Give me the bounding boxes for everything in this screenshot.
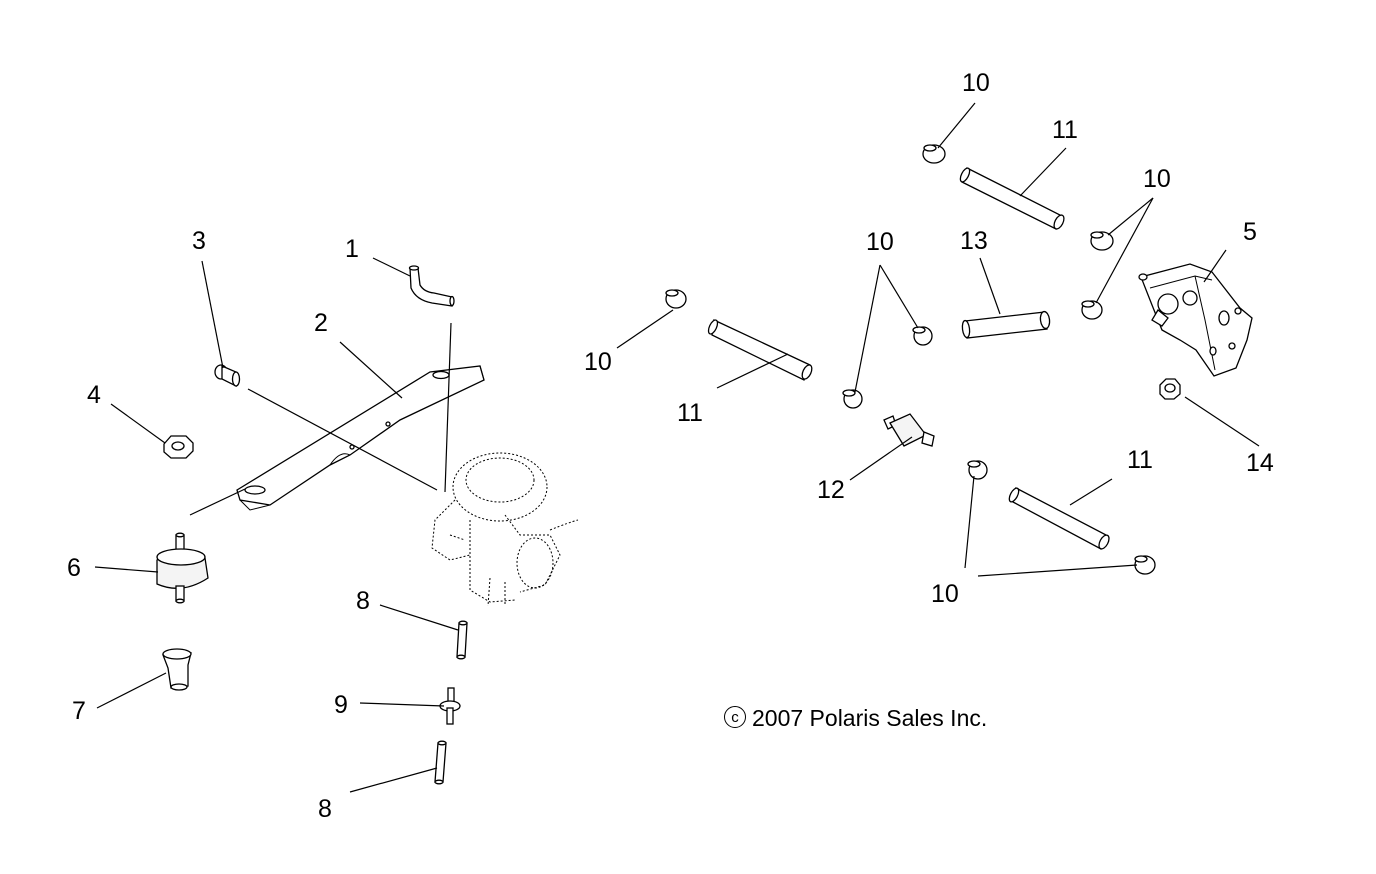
- callout-3: 3: [192, 227, 206, 255]
- callout-14: 14: [1246, 449, 1274, 477]
- callout-8-lower: 8: [318, 795, 332, 823]
- part-9-valve: [439, 687, 461, 725]
- part-11-hose-middle: [707, 319, 813, 381]
- part-10-clamp: [967, 460, 988, 480]
- callout-7: 7: [72, 697, 86, 725]
- part-10-clamp: [665, 289, 687, 309]
- callout-10-bottom: 10: [931, 580, 959, 608]
- part-8-pin-lower: [434, 740, 447, 785]
- callout-13: 13: [960, 227, 988, 255]
- callout-1: 1: [345, 235, 359, 263]
- copyright-text: 2007 Polaris Sales Inc.: [752, 705, 987, 731]
- callout-5: 5: [1243, 218, 1257, 246]
- leader-lines: [94, 102, 1260, 793]
- part-6-rubber-mount: [156, 532, 209, 604]
- part-10-clamp: [1081, 300, 1103, 320]
- part-10-clamp: [842, 389, 863, 409]
- part-11-hose-lower: [1008, 487, 1110, 550]
- carburetor-outline: [431, 452, 579, 607]
- part-4-nut: [163, 435, 194, 459]
- part-5-fuel-pump: [1138, 263, 1253, 377]
- part-13-hose: [961, 310, 1051, 339]
- part-12-valve: [883, 413, 935, 447]
- callout-10-left: 10: [584, 348, 612, 376]
- copyright-symbol-circle: [724, 706, 746, 728]
- callout-2: 2: [314, 309, 328, 337]
- callout-12: 12: [817, 476, 845, 504]
- part-3-bolt: [214, 364, 241, 388]
- callout-8-upper: 8: [356, 587, 370, 615]
- callout-10-top: 10: [962, 69, 990, 97]
- part-1-hose: [408, 265, 455, 307]
- part-7-bushing: [162, 648, 192, 691]
- callout-9: 9: [334, 691, 348, 719]
- callout-11-bottom: 11: [1127, 446, 1153, 474]
- callout-4: 4: [87, 381, 101, 409]
- callout-6: 6: [67, 554, 81, 582]
- copyright-notice: c 2007 Polaris Sales Inc.: [724, 705, 987, 731]
- part-10-clamp: [912, 326, 933, 346]
- callout-10-right: 10: [1143, 165, 1171, 193]
- copyright-symbol: c: [731, 709, 739, 726]
- callout-10-center: 10: [866, 228, 894, 256]
- part-10-clamp: [1134, 555, 1156, 575]
- callout-11-middle: 11: [677, 399, 703, 427]
- part-8-pin-upper: [456, 620, 468, 660]
- part-14-nut: [1159, 378, 1181, 400]
- part-10-clamp: [1090, 231, 1114, 251]
- part-11-hose-upper: [959, 167, 1065, 230]
- part-10-clamp: [922, 144, 946, 164]
- callout-11-top: 11: [1052, 116, 1078, 144]
